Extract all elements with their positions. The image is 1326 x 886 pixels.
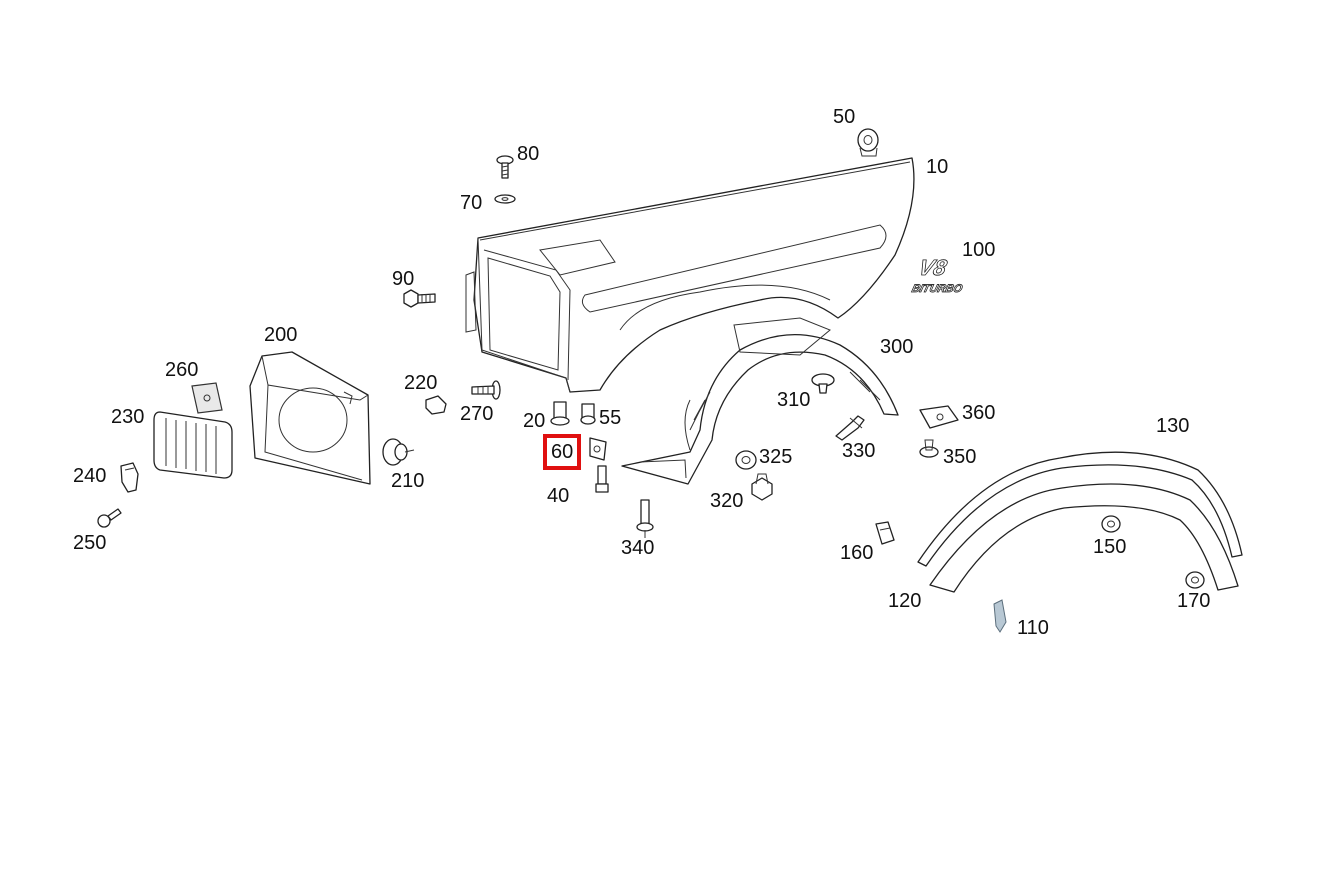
part-90-bolt[interactable] bbox=[403, 289, 436, 308]
callout-230[interactable]: 230 bbox=[111, 406, 145, 428]
part-120-flare-lower[interactable] bbox=[929, 483, 1239, 593]
part-10-fender[interactable] bbox=[465, 157, 915, 393]
callout-150[interactable]: 150 bbox=[1093, 536, 1127, 558]
callout-10[interactable]: 10 bbox=[926, 156, 949, 178]
part-60-retainer[interactable] bbox=[589, 437, 607, 461]
badge-line2: BITURBO bbox=[910, 283, 963, 295]
callout-120[interactable]: 120 bbox=[888, 590, 922, 612]
callout-160[interactable]: 160 bbox=[840, 542, 874, 564]
callout-330[interactable]: 330 bbox=[842, 440, 876, 462]
part-270-screw[interactable] bbox=[471, 380, 501, 400]
part-340-rivet[interactable] bbox=[636, 499, 654, 538]
part-330-push-pin[interactable] bbox=[835, 415, 865, 441]
callout-300[interactable]: 300 bbox=[880, 336, 914, 358]
callout-40[interactable]: 40 bbox=[547, 485, 570, 507]
callout-270[interactable]: 270 bbox=[460, 403, 494, 425]
part-230-grille[interactable] bbox=[153, 411, 233, 479]
callout-110[interactable]: 110 bbox=[1017, 617, 1049, 639]
part-20-nut[interactable] bbox=[550, 401, 570, 426]
part-130-wheel-flare[interactable] bbox=[917, 451, 1243, 567]
part-240-clip[interactable] bbox=[120, 462, 139, 493]
callout-310[interactable]: 310 bbox=[777, 389, 811, 411]
part-350-nut[interactable] bbox=[919, 439, 939, 458]
part-200-headlamp-housing[interactable] bbox=[249, 351, 371, 485]
callout-210[interactable]: 210 bbox=[391, 470, 425, 492]
part-55-plug[interactable] bbox=[580, 403, 596, 425]
part-110-stud[interactable] bbox=[993, 599, 1007, 633]
part-300-wheel-liner[interactable] bbox=[621, 317, 899, 485]
callout-320[interactable]: 320 bbox=[710, 490, 744, 512]
callout-240[interactable]: 240 bbox=[73, 465, 107, 487]
part-50-nut[interactable] bbox=[857, 128, 879, 157]
callout-60[interactable]: 60 bbox=[542, 434, 582, 470]
callout-20[interactable]: 20 bbox=[523, 410, 546, 432]
callout-260[interactable]: 260 bbox=[165, 359, 199, 381]
part-80-screw[interactable] bbox=[496, 155, 514, 179]
part-150-nut[interactable] bbox=[1101, 515, 1121, 533]
part-210-grommet[interactable] bbox=[382, 438, 415, 466]
callout-340[interactable]: 340 bbox=[621, 537, 655, 559]
part-70-washer[interactable] bbox=[494, 194, 516, 204]
part-310-clip[interactable] bbox=[811, 373, 835, 394]
callout-130[interactable]: 130 bbox=[1156, 415, 1190, 437]
part-325-washer[interactable] bbox=[735, 450, 757, 470]
callout-55[interactable]: 55 bbox=[599, 407, 622, 429]
badge-line1: V8 bbox=[916, 255, 950, 280]
part-220-clip[interactable] bbox=[425, 395, 447, 415]
callout-170[interactable]: 170 bbox=[1177, 590, 1211, 612]
part-250-screw[interactable] bbox=[97, 508, 122, 528]
part-40-bolt[interactable] bbox=[595, 465, 609, 493]
callout-200[interactable]: 200 bbox=[264, 324, 298, 346]
part-260-plate[interactable] bbox=[191, 382, 223, 414]
callout-90[interactable]: 90 bbox=[392, 268, 415, 290]
part-320-bolt[interactable] bbox=[751, 473, 773, 501]
callout-220[interactable]: 220 bbox=[404, 372, 438, 394]
callout-250[interactable]: 250 bbox=[73, 532, 107, 554]
callout-350[interactable]: 350 bbox=[943, 446, 977, 468]
callout-70[interactable]: 70 bbox=[460, 192, 483, 214]
part-160-clip[interactable] bbox=[875, 521, 895, 545]
callout-100[interactable]: 100 bbox=[962, 239, 996, 261]
part-100-badge[interactable]: V8 BITURBO bbox=[910, 255, 964, 295]
callout-80[interactable]: 80 bbox=[517, 143, 540, 165]
part-360-clip[interactable] bbox=[919, 405, 959, 429]
callout-325[interactable]: 325 bbox=[759, 446, 793, 468]
callout-50[interactable]: 50 bbox=[833, 106, 856, 128]
part-170-nut[interactable] bbox=[1185, 571, 1205, 589]
callout-360[interactable]: 360 bbox=[962, 402, 996, 424]
